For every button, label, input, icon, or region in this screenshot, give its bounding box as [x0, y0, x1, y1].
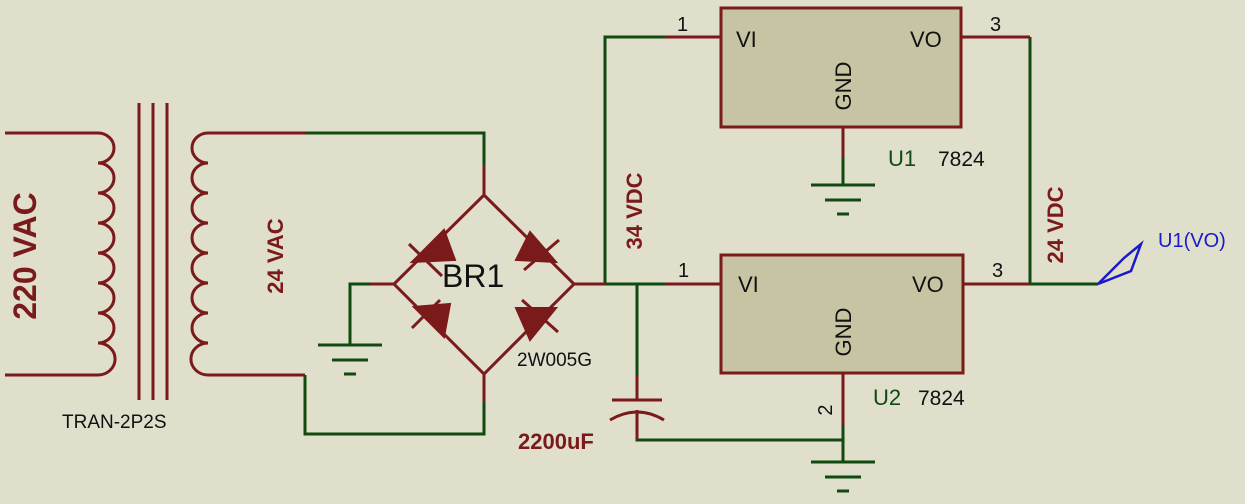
capacitor[interactable] — [609, 375, 665, 440]
transformer[interactable] — [5, 103, 305, 400]
diode-bottom-right — [514, 298, 559, 342]
secondary-voltage-label: 24 VAC — [263, 218, 288, 294]
primary-voltage-label: 220 VAC — [7, 192, 43, 319]
u1-pin-in-label: VI — [736, 27, 757, 52]
regulator-u2[interactable] — [665, 253, 1030, 425]
bridge-part-label: 2W005G — [517, 350, 592, 371]
rail-voltage-label: 34 VDC — [622, 172, 647, 249]
u2-part-label: 7824 — [918, 387, 965, 410]
ground-symbol-u2 — [811, 460, 875, 493]
output-voltage-label: 24 VDC — [1043, 186, 1068, 263]
probe-label: U1(VO) — [1158, 230, 1226, 252]
u1-pin-gnd-label: GND — [831, 62, 856, 111]
u1-pin-in-number: 1 — [677, 14, 688, 36]
ground-symbol-u1 — [811, 183, 875, 216]
wire-cap-ground — [635, 420, 843, 442]
bridge-rectifier[interactable] — [370, 165, 605, 402]
u1-body — [719, 6, 963, 129]
u2-pin-in-number: 1 — [678, 260, 689, 282]
probe-arrow-icon — [1097, 240, 1144, 286]
u1-pin-out-number: 3 — [990, 14, 1001, 36]
u1-ref-label: U1 — [888, 146, 916, 171]
u2-pin-gnd-number: 2 — [815, 404, 837, 415]
bridge-ref-label: BR1 — [442, 258, 504, 294]
primary-coil — [97, 131, 117, 377]
u2-body — [719, 253, 965, 375]
wire-secondary-to-bridge-bottom — [303, 375, 486, 436]
capacitor-label: 2200uF — [518, 429, 594, 454]
u1-pin-out-label: VO — [910, 27, 942, 52]
u1-part-label: 7824 — [938, 148, 985, 171]
u2-pin-out-number: 3 — [992, 260, 1003, 282]
wire-bridge-neg-ground — [348, 282, 370, 345]
voltage-probe[interactable] — [1097, 240, 1144, 286]
diode-bottom-left — [410, 298, 452, 340]
u2-ref-label: U2 — [873, 385, 901, 410]
diode-top-right — [514, 230, 560, 272]
u2-pin-out-label: VO — [912, 272, 944, 297]
regulator-u1[interactable] — [665, 6, 1030, 158]
secondary-coil — [189, 131, 209, 377]
ground-symbol-bridge — [318, 343, 382, 376]
u2-pin-gnd-label: GND — [831, 308, 856, 357]
diode-top-left — [407, 228, 457, 278]
transformer-label: TRAN-2P2S — [62, 412, 167, 433]
u2-pin-in-label: VI — [738, 272, 759, 297]
wire-secondary-to-bridge-top — [305, 131, 486, 165]
wire-rail-to-u1 — [603, 35, 665, 284]
